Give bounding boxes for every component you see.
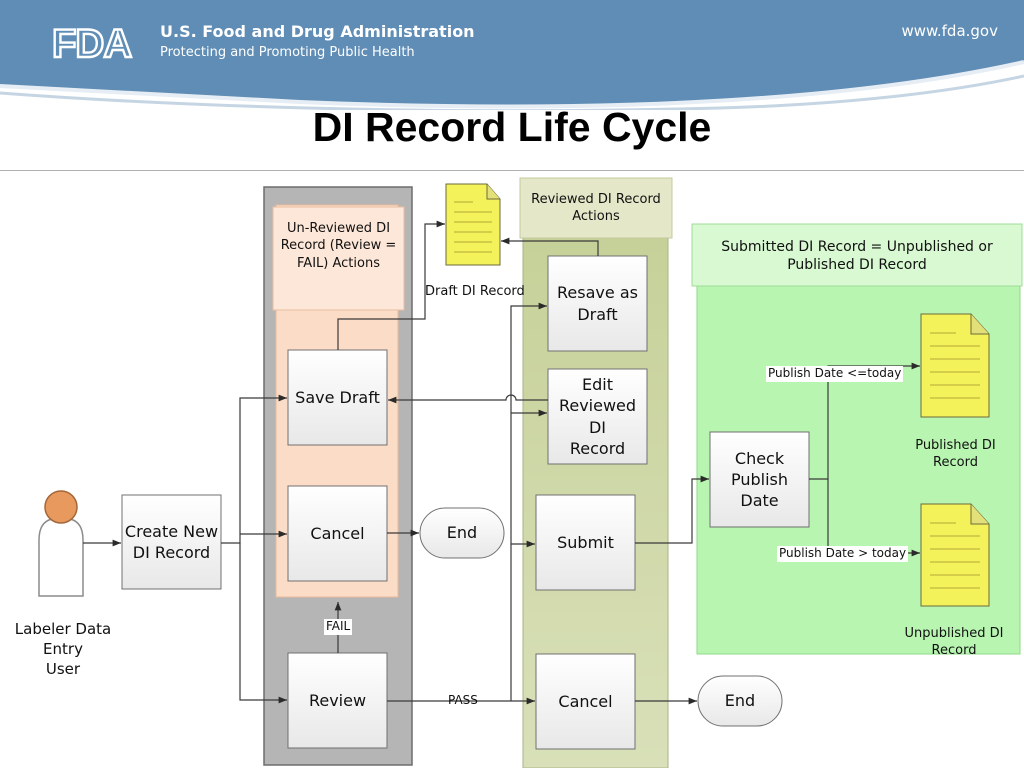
submit-box <box>535 494 636 591</box>
unreviewed-group-label: Un-Reviewed DI Record (Review = FAIL) Ac… <box>280 221 397 271</box>
submitted-group-header <box>691 223 1023 287</box>
end-terminator-2 <box>697 675 783 727</box>
check-publish-label: Check Publish Date <box>730 448 789 511</box>
title-divider <box>0 170 1024 171</box>
pass-edge-label: PASS <box>448 693 478 707</box>
reviewed-group-header <box>519 177 673 239</box>
end-label-2: End <box>724 691 756 711</box>
draft-record-document-icon <box>445 183 501 266</box>
cancel-reviewed-box <box>535 653 636 750</box>
create-new-label: Create New DI Record <box>124 521 219 562</box>
end-label-1: End <box>446 523 478 543</box>
create-new-box <box>121 494 222 590</box>
unpublished-document-icon <box>920 503 990 607</box>
site-url[interactable]: www.fda.gov <box>901 22 998 40</box>
svg-text:FDA: FDA <box>52 22 131 62</box>
fda-logo: FDA <box>51 22 134 62</box>
resave-draft-label: Resave as Draft <box>557 283 638 324</box>
resave-draft-box <box>547 255 648 352</box>
review-label: Review <box>308 690 367 710</box>
slide-title: DI Record Life Cycle <box>312 104 712 150</box>
review-box <box>287 652 388 749</box>
publish-le-today-label: Publish Date <=today <box>766 366 904 382</box>
draft-record-edge-label: Draft DI Record <box>425 284 525 299</box>
edit-reviewed-box <box>547 368 648 465</box>
cancel-unreviewed-box <box>287 485 388 582</box>
header-banner <box>0 0 1024 110</box>
published-record-caption: Published DI Record <box>915 438 996 471</box>
unreviewed-group-header <box>272 206 405 311</box>
cancel-reviewed-label: Cancel <box>558 691 613 711</box>
check-publish-box <box>709 431 810 528</box>
save-draft-box <box>287 349 388 446</box>
save-draft-label: Save Draft <box>295 387 380 407</box>
end-terminator-1 <box>419 507 505 559</box>
unpublished-record-caption: Unpublished DI Record <box>904 626 1004 659</box>
cancel-unreviewed-label: Cancel <box>310 523 365 543</box>
reviewed-group-label: Reviewed DI Record Actions <box>531 191 661 224</box>
submit-label: Submit <box>557 532 614 552</box>
agency-tagline: Protecting and Promoting Public Health <box>160 45 415 60</box>
fail-edge-label: FAIL <box>324 619 353 635</box>
user-actor-icon <box>38 490 84 597</box>
agency-name: U.S. Food and Drug Administration <box>160 22 475 41</box>
submitted-group-label: Submitted DI Record = Unpublished or Pub… <box>721 238 993 273</box>
actor-label: Labeler Data Entry User <box>14 620 112 678</box>
edit-reviewed-label: Edit Reviewed DI Record <box>558 375 637 458</box>
publish-gt-today-label: Publish Date > today <box>777 546 909 562</box>
published-document-icon <box>920 313 990 418</box>
